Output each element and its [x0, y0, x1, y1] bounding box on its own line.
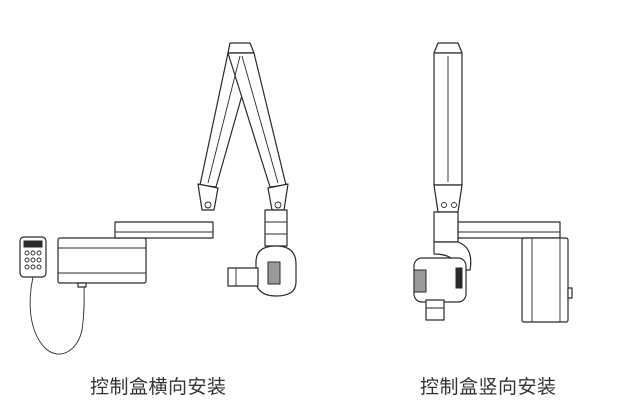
control-box [57, 237, 147, 288]
caption-vertical-mount: 控制盒竖向安装 [420, 376, 557, 398]
handset-cable [29, 276, 85, 355]
horizontal-boom [114, 221, 214, 239]
folded-arm [433, 42, 463, 213]
figure-vertical-mount: 控制盒竖向安装 [310, 0, 619, 418]
caption-horizontal-mount: 控制盒横向安装 [90, 376, 227, 398]
xray-head [227, 245, 297, 297]
xray-unit-horizontal-drawing [19, 42, 297, 355]
control-box [521, 237, 573, 323]
tube-column [264, 209, 288, 247]
scissor-arm [197, 42, 289, 211]
horizontal-boom [457, 221, 561, 239]
handset-keypad [24, 250, 42, 270]
remote-handset [19, 236, 47, 278]
figure-horizontal-mount: 控制盒横向安装 [19, 42, 297, 398]
xray-head [413, 257, 467, 321]
xray-unit-vertical-drawing [413, 42, 573, 323]
